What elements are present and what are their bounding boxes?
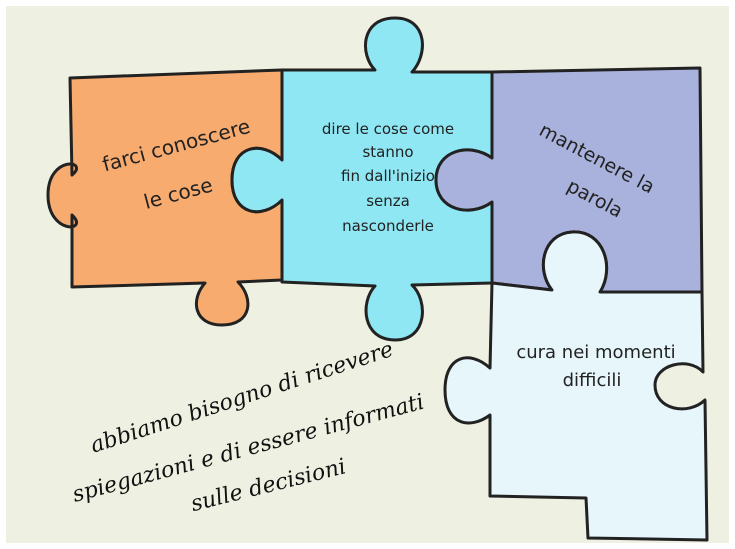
cyan-piece-text-line5: nasconderle [342, 217, 434, 235]
cyan-piece-text-line4: senza [366, 192, 410, 210]
light-piece-text-line2: difficili [563, 370, 622, 391]
cyan-piece-text-line2: stanno [362, 143, 413, 161]
light-piece-text-line1: cura nei momenti [516, 342, 675, 363]
light-puzzle-piece [443, 230, 709, 542]
cyan-piece-text-line3: fin dall'inizio [341, 167, 435, 185]
cyan-piece-text-line1: dire le cose come [322, 120, 454, 138]
